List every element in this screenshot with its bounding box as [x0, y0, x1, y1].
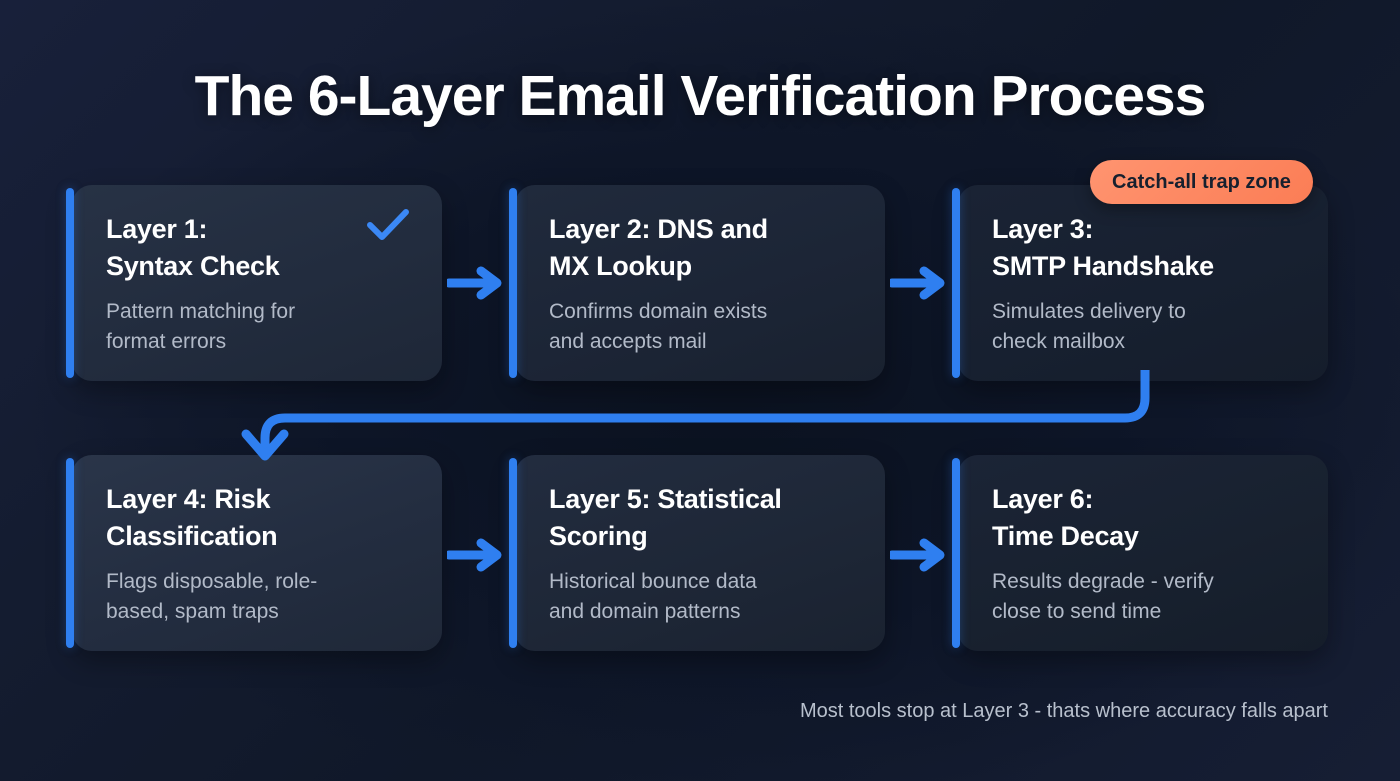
- page-title: The 6-Layer Email Verification Process: [194, 64, 1207, 128]
- layer-card-5[interactable]: Layer 5: Statistical Scoring Historical …: [509, 455, 885, 651]
- connector-layer3-to-layer4: [241, 370, 1150, 461]
- footer-note: Most tools stop at Layer 3 - thats where…: [799, 700, 1328, 722]
- check-icon: [367, 209, 409, 240]
- arrow-right-icon-4-5: [447, 538, 502, 572]
- card-accent-bar: [66, 458, 74, 648]
- layer-card-title: Layer 6: Time Decay: [992, 484, 1139, 551]
- status-badge-catch-all-trap-zone: Catch-all trap zone: [1090, 160, 1313, 204]
- layer-card-description: Results degrade - verify close to send t…: [992, 570, 1214, 624]
- layer-card-2[interactable]: Layer 2: DNS and MX Lookup Confirms doma…: [509, 185, 885, 381]
- layer-card-description: Confirms domain exists and accepts mail: [549, 300, 768, 354]
- layer-card-description: Pattern matching for format errors: [106, 300, 296, 354]
- status-badge-label: Catch-all trap zone: [1112, 170, 1291, 193]
- layer-card-1[interactable]: Layer 1: Syntax Check Pattern matching f…: [66, 185, 442, 381]
- card-accent-bar: [952, 188, 960, 378]
- card-accent-bar: [952, 458, 960, 648]
- card-accent-bar: [509, 458, 517, 648]
- arrow-right-icon-1-2: [447, 266, 502, 300]
- card-accent-bar: [509, 188, 517, 378]
- layer-card-title: Layer 1: Syntax Check: [106, 214, 280, 281]
- layer-card-title: Layer 5: Statistical Scoring: [549, 484, 782, 551]
- layer-card-description: Flags disposable, role- based, spam trap…: [106, 570, 318, 624]
- layer-card-title: Layer 2: DNS and MX Lookup: [549, 214, 768, 281]
- layer-card-4[interactable]: Layer 4: Risk Classification Flags dispo…: [66, 455, 442, 651]
- layer-card-description: Simulates delivery to check mailbox: [992, 300, 1186, 354]
- card-accent-bar: [66, 188, 74, 378]
- layer-card-3[interactable]: Layer 3: SMTP Handshake Simulates delive…: [952, 185, 1328, 381]
- layer-card-title: Layer 3: SMTP Handshake: [992, 214, 1214, 281]
- arrow-right-icon-5-6: [890, 538, 945, 572]
- arrow-right-icon-2-3: [890, 266, 945, 300]
- layer-card-description: Historical bounce data and domain patter…: [549, 570, 757, 624]
- layer-card-title: Layer 4: Risk Classification: [106, 484, 278, 551]
- layer-card-6[interactable]: Layer 6: Time Decay Results degrade - ve…: [952, 455, 1328, 651]
